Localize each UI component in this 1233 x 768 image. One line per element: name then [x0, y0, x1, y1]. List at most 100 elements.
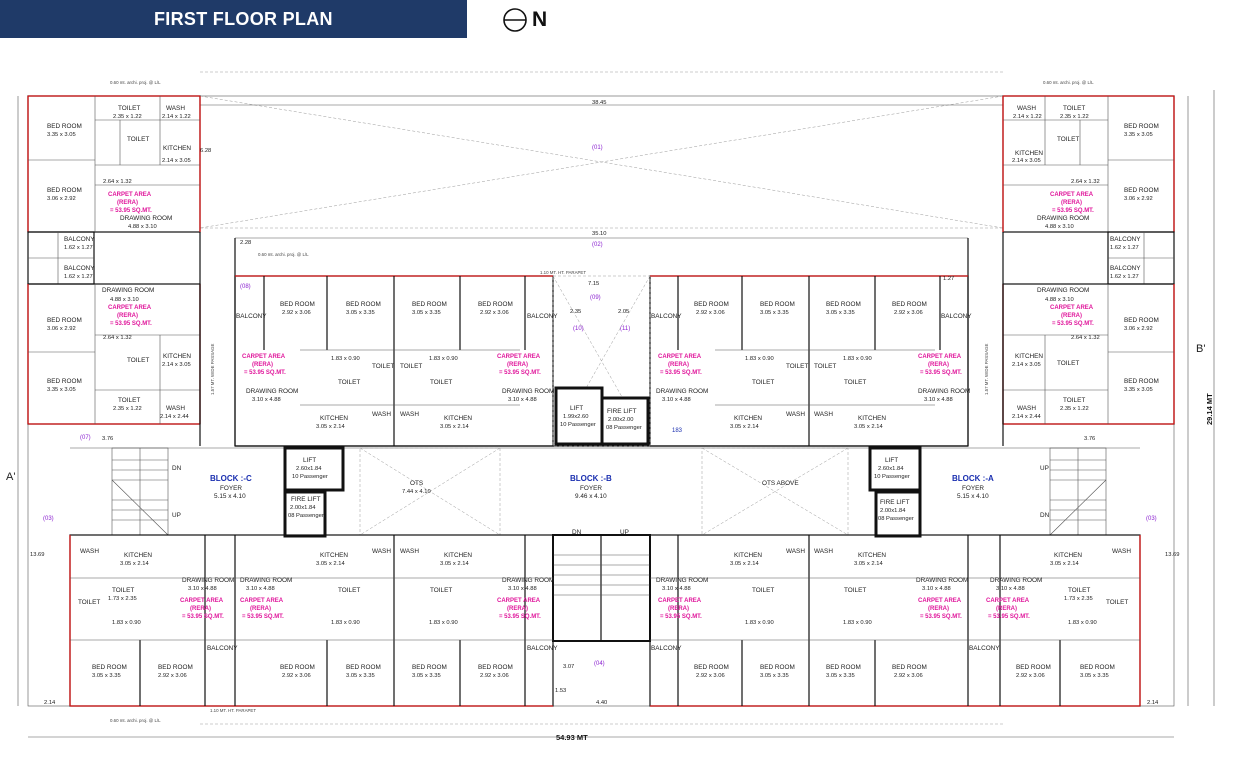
carpet-rera: (RERA) [190, 606, 211, 612]
room-size: 3.35 x 3.05 [1124, 387, 1153, 393]
room-label: DRAWING ROOM [656, 388, 708, 395]
total-depth: 29.14 MT [1205, 393, 1214, 425]
room-label: BALCONY [651, 313, 682, 320]
dim-376-right: 3.76 [1084, 436, 1095, 442]
plan-title-bar: FIRST FLOOR PLAN [0, 0, 467, 38]
room-size: 3.05 x 2.14 [120, 561, 149, 567]
carpet-value: = 53.95 SQ.MT. [660, 370, 702, 376]
room-label: BALCONY [527, 313, 558, 320]
room-label: TOILET [786, 363, 808, 370]
room-label: BED ROOM [694, 301, 729, 308]
carpet-area: CARPET AREA [180, 598, 224, 604]
room-label: BED ROOM [47, 123, 82, 130]
block-c-name: BLOCK :-C [210, 474, 252, 483]
room-label: WASH [372, 411, 391, 418]
firelift-a-cap: 08 Passenger [878, 516, 914, 522]
room-label: BED ROOM [826, 664, 861, 671]
section-b-label: B' [1196, 343, 1205, 355]
room-size: 2.92 x 3.06 [1016, 673, 1045, 679]
dim-127: 1.27 [943, 276, 954, 282]
room-label: DRAWING ROOM [1037, 215, 1089, 222]
carpet-area: CARPET AREA [658, 598, 702, 604]
room-label: BED ROOM [412, 301, 447, 308]
room-size: 3.05 x 2.14 [440, 561, 469, 567]
room-label: TOILET [752, 379, 774, 386]
room-size: 2.35 x 1.22 [113, 406, 142, 412]
room-label: BED ROOM [47, 187, 82, 194]
room-size: 2.14 x 1.22 [1013, 114, 1042, 120]
dim-183: 183 [672, 428, 683, 434]
room-label: BED ROOM [47, 378, 82, 385]
room-label: WASH [786, 411, 805, 418]
room-size: 3.05 x 3.35 [92, 673, 121, 679]
room-label: BALCONY [969, 645, 1000, 652]
total-width: 54.93 MT [556, 733, 588, 742]
dim-440: 4.40 [596, 700, 607, 706]
room-label: BED ROOM [1080, 664, 1115, 671]
room-size: 2.14 x 3.05 [1012, 362, 1041, 368]
room-size: 3.05 x 2.14 [316, 424, 345, 430]
room-label: BED ROOM [1016, 664, 1051, 671]
carpet-area: CARPET AREA [242, 354, 286, 360]
foyer-band [70, 446, 1140, 538]
dim-214-right: 2.14 [1147, 700, 1159, 706]
room-size: 2.14 x 2.44 [1012, 414, 1041, 420]
room-size: 1.83 x 0.90 [843, 620, 872, 626]
room-size: 2.92 x 3.06 [696, 310, 725, 316]
room-label: BALCONY [941, 313, 972, 320]
carpet-value: = 53.95 SQ.MT. [920, 614, 962, 620]
room-label: TOILET [814, 363, 836, 370]
carpet-value: = 53.95 SQ.MT. [110, 321, 152, 327]
dim-10: (10) [573, 326, 584, 332]
firelift-c-label: FIRE LIFT [291, 496, 321, 503]
left-bottom-unit-labels: DRAWING ROOM 4.88 x 3.10 CARPET AREA (RE… [47, 287, 191, 420]
lift-a-size: 2.60x1.84 [878, 466, 904, 472]
room-size: 1.62 x 1.27 [1110, 274, 1139, 280]
carpet-area: CARPET AREA [918, 598, 962, 604]
firelift-a-label: FIRE LIFT [880, 499, 910, 506]
room-label: BED ROOM [158, 664, 193, 671]
room-label: BALCONY [64, 265, 95, 272]
stair-up-right: UP [1040, 465, 1049, 472]
block-a-name: BLOCK :-A [952, 474, 994, 483]
carpet-value: = 53.95 SQ.MT. [244, 370, 286, 376]
room-size: 3.05 x 3.35 [826, 310, 855, 316]
north-compass-icon [503, 8, 527, 32]
parapet-note-top: 1.10 MT. HT. PARAPET [540, 270, 586, 275]
section-a-label: A' [6, 471, 15, 483]
room-size: 3.35 x 3.05 [47, 132, 76, 138]
room-size: 3.10 x 4.88 [662, 397, 691, 403]
right-top-unit [1002, 95, 1175, 233]
room-size: 2.92 x 3.06 [894, 310, 923, 316]
room-label: TOILET [118, 105, 140, 112]
carpet-rera: (RERA) [250, 606, 271, 612]
carpet-rera: (RERA) [1061, 200, 1082, 206]
room-size: 4.88 x 3.10 [110, 297, 139, 303]
block-a-size: 5.15 x 4.10 [957, 493, 989, 500]
lift-b-cap: 10 Passenger [560, 422, 596, 428]
room-label: BED ROOM [412, 664, 447, 671]
room-label: TOILET [1063, 105, 1085, 112]
room-size: 2.14 x 2.44 [160, 414, 189, 420]
firelift-a-size: 2.00x1.84 [880, 508, 906, 514]
room-size: 3.10 x 4.88 [922, 586, 951, 592]
dim-205: 2.05 [618, 309, 629, 315]
ots-label: OTS [410, 480, 423, 487]
bottom-unit-labels: WASH KITCHEN 3.05 x 2.14 DRAWING ROOM 3.… [78, 548, 1131, 679]
room-label: TOILET [1068, 587, 1090, 594]
room-label: TOILET [430, 379, 452, 386]
carpet-area: CARPET AREA [1050, 305, 1094, 311]
room-size: 1.83 x 0.90 [1068, 620, 1097, 626]
room-label: TOILET [372, 363, 394, 370]
lift-b-size: 1.99x2.60 [563, 414, 588, 420]
block-c-size: 5.15 x 4.10 [214, 493, 246, 500]
dim-376-left: 3.76 [102, 436, 113, 442]
ots-size: 7.44 x 4.10 [402, 489, 431, 495]
stair-up-left: UP [172, 512, 181, 519]
room-size: 1.83 x 0.90 [112, 620, 141, 626]
room-size: 4.88 x 3.10 [1045, 297, 1074, 303]
firelift-b-label: FIRE LIFT [607, 408, 637, 415]
room-label: BED ROOM [1124, 378, 1159, 385]
room-label: KITCHEN [444, 415, 472, 422]
carpet-rera: (RERA) [507, 362, 528, 368]
